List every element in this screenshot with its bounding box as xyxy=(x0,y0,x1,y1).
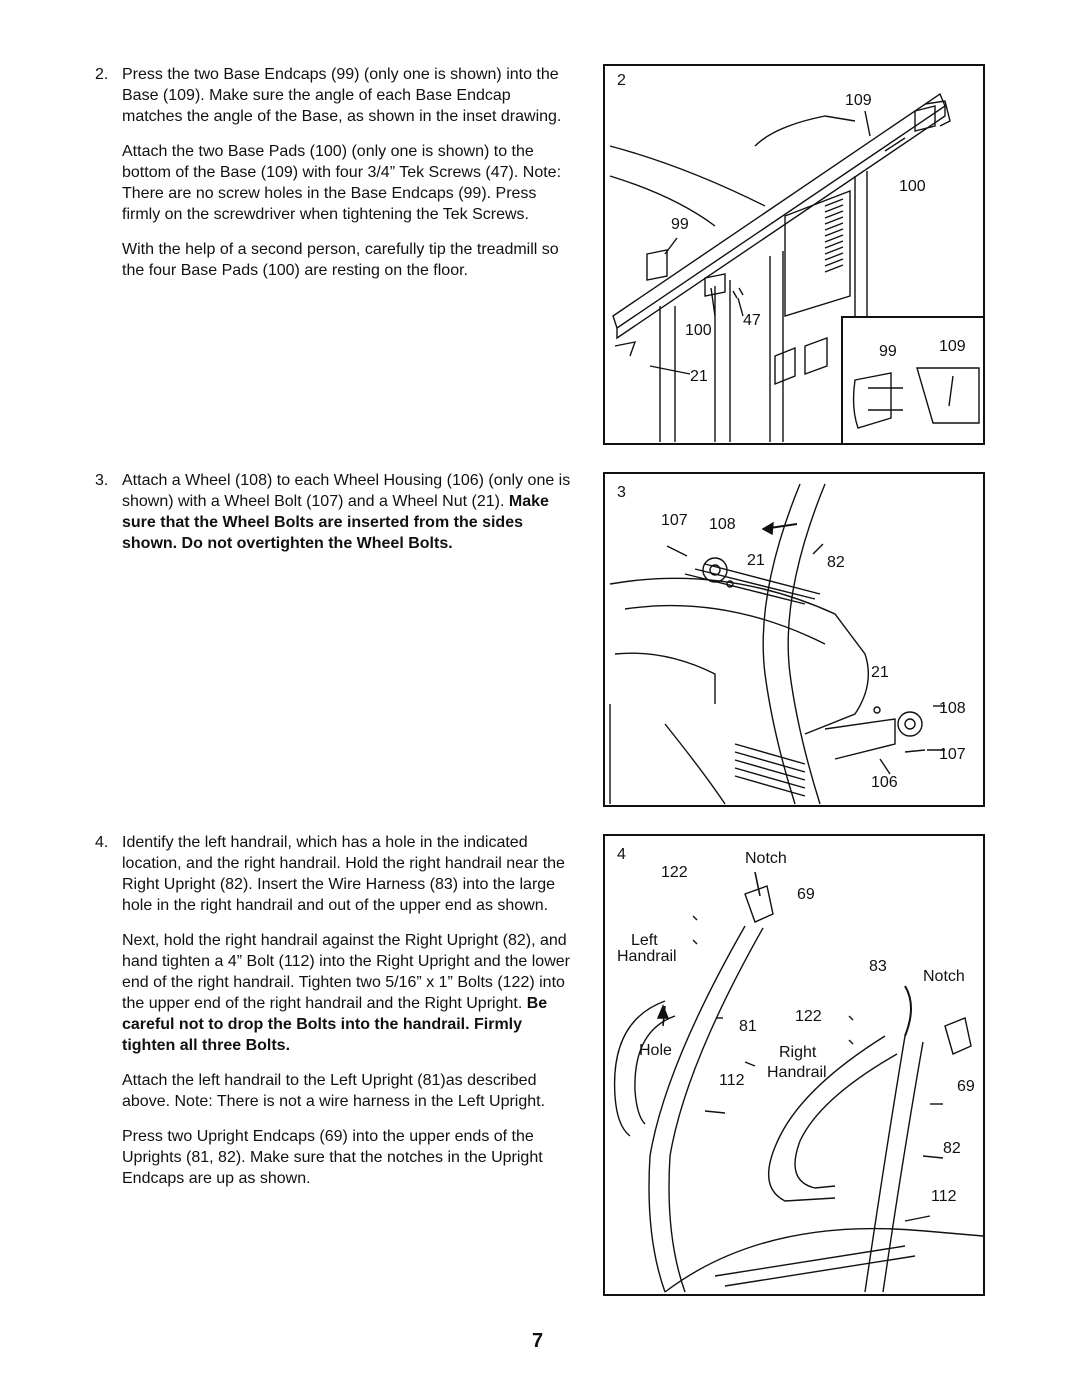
callout-112: 112 xyxy=(719,1072,745,1089)
step-2: 2. Press the two Base Endcaps (99) (only… xyxy=(95,64,575,295)
step-4-warning: Be careful not to drop the Bolts into th… xyxy=(122,995,548,1054)
callout-83: 83 xyxy=(869,958,887,975)
figure-3-number: 3 xyxy=(617,484,626,501)
callout-107: 107 xyxy=(939,746,966,763)
callout-100: 100 xyxy=(685,322,712,339)
step-4: 4. Identify the left handrail, which has… xyxy=(95,832,575,1203)
callout-47: 47 xyxy=(743,312,761,329)
step-4-paragraph-2: Next, hold the right handrail against th… xyxy=(122,932,570,1012)
figure-3: 3 107 108 21 82 21 108 107 106 xyxy=(603,472,985,807)
step-3: 3. Attach a Wheel (108) to each Wheel Ho… xyxy=(95,470,575,568)
figure-3-drawing xyxy=(609,483,945,805)
step-number: 3. xyxy=(95,472,109,489)
callout-109: 109 xyxy=(939,338,966,355)
callout-69: 69 xyxy=(957,1078,975,1095)
callout-122: 122 xyxy=(795,1008,822,1025)
inset-endcap-drawing xyxy=(852,367,980,429)
callout-108: 108 xyxy=(939,700,966,717)
callout-107: 107 xyxy=(661,512,688,529)
figure-4-drawing xyxy=(613,871,983,1293)
left-handrail-label: Handrail xyxy=(617,948,677,965)
callout-82: 82 xyxy=(943,1140,961,1157)
step-2-paragraph-1: Press the two Base Endcaps (99) (only on… xyxy=(122,66,562,125)
callout-21: 21 xyxy=(871,664,889,681)
callout-108: 108 xyxy=(709,516,736,533)
inset-drawing: 99 109 xyxy=(841,316,985,445)
callout-21: 21 xyxy=(690,368,708,385)
step-2-paragraph-2: Attach the two Base Pads (100) (only one… xyxy=(122,143,562,223)
callout-99: 99 xyxy=(671,216,689,233)
callout-100: 100 xyxy=(899,178,926,195)
figure-4-number: 4 xyxy=(617,846,626,863)
left-handrail-label: Left xyxy=(631,932,658,949)
callout-106: 106 xyxy=(871,774,898,791)
figure-2-number: 2 xyxy=(617,72,626,89)
step-4-paragraph-1: Identify the left handrail, which has a … xyxy=(122,834,565,914)
callout-99: 99 xyxy=(879,343,897,360)
step-2-paragraph-3: With the help of a second person, carefu… xyxy=(122,241,559,279)
figure-2-drawing xyxy=(609,92,951,442)
hole-label: Hole xyxy=(639,1042,672,1059)
notch-label: Notch xyxy=(923,968,965,985)
step-4-paragraph-3: Attach the left handrail to the Left Upr… xyxy=(122,1072,546,1110)
figure-2: 2 109 100 99 47 100 21 99 109 xyxy=(603,64,985,445)
callout-21: 21 xyxy=(747,552,765,569)
step-4-paragraph-4: Press two Upright Endcaps (69) into the … xyxy=(122,1128,543,1187)
step-number: 4. xyxy=(95,834,109,851)
callout-122: 122 xyxy=(661,864,688,881)
right-handrail-label: Right xyxy=(779,1044,817,1061)
right-handrail-label: Handrail xyxy=(767,1064,827,1081)
step-3-warning: Make sure that the Wheel Bolts are inser… xyxy=(122,493,549,552)
callout-109: 109 xyxy=(845,92,872,109)
step-3-text: Attach a Wheel (108) to each Wheel Housi… xyxy=(122,472,571,510)
callout-81: 81 xyxy=(739,1018,757,1035)
callout-82: 82 xyxy=(827,554,845,571)
callout-112: 112 xyxy=(931,1188,957,1205)
figure-4: 4 122 Notch 69 Left Handrail 83 Notch 12… xyxy=(603,834,985,1296)
step-number: 2. xyxy=(95,66,109,83)
callout-69: 69 xyxy=(797,886,815,903)
notch-label: Notch xyxy=(745,850,787,867)
page-number: 7 xyxy=(532,1330,544,1352)
